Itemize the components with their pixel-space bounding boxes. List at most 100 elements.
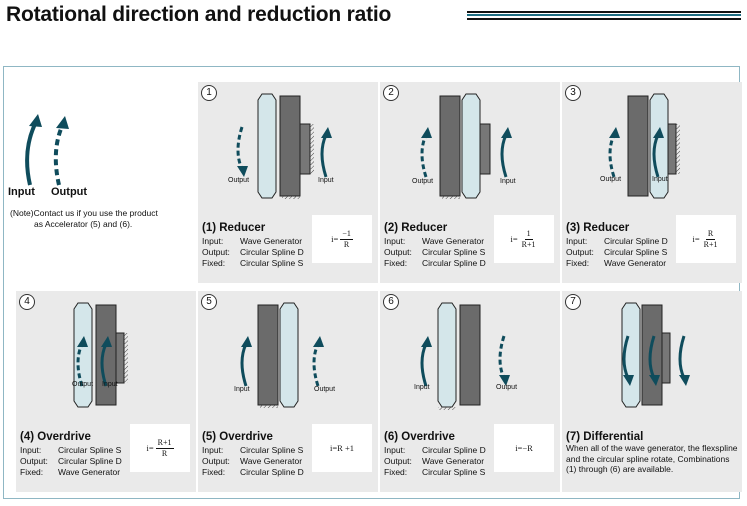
flexspline	[437, 302, 457, 408]
flexspline	[621, 302, 641, 408]
io-value: Circular Spline S	[604, 246, 668, 257]
title-decoration	[467, 11, 741, 23]
panel-title: (3) Reducer	[566, 222, 630, 234]
input-arrow	[500, 127, 512, 178]
mechanism-diagram	[621, 302, 690, 408]
fixed-hatch	[124, 333, 128, 383]
io-key: Output:	[202, 246, 230, 257]
io-value: Wave Generator	[422, 455, 485, 466]
fixed-hatch	[260, 405, 278, 408]
formula-prefix: i=	[692, 234, 700, 244]
input-arrow	[320, 127, 332, 178]
output-arrow	[498, 335, 510, 386]
io-key: Fixed:	[20, 466, 44, 477]
ratio-formula: i=R +1	[312, 424, 372, 472]
diagram-output-label: Output	[314, 386, 336, 393]
io-row: Output: Wave Generator	[384, 456, 486, 467]
panel-number: 4	[19, 294, 35, 310]
fixed-hatch	[310, 124, 314, 174]
mechanism-diagram	[236, 93, 332, 199]
diagram-output-label: Output	[72, 381, 94, 388]
io-key: Fixed:	[566, 257, 590, 268]
circular-spline-d	[257, 304, 279, 406]
formula-denominator: R+1	[521, 239, 536, 249]
io-key: Input:	[566, 236, 588, 246]
io-value: Circular Spline S	[422, 466, 486, 477]
io-row: Input: Wave Generator	[384, 236, 486, 247]
input-arrow	[420, 336, 432, 387]
panel-number: 3	[565, 85, 581, 101]
io-value: Wave Generator	[604, 257, 667, 268]
circular-spline-d	[459, 304, 481, 406]
io-value: Wave Generator	[422, 236, 485, 246]
io-row: Fixed:Circular Spline D	[384, 258, 486, 269]
arrow-legend: Input Output	[8, 110, 188, 240]
io-value: Circular Spline D	[422, 257, 486, 268]
diagram-input-label: Input	[318, 177, 334, 184]
io-row: Output:Circular Spline D	[20, 456, 122, 467]
io-value: Circular Spline S	[58, 445, 122, 455]
io-key: Output:	[566, 246, 594, 257]
input-arrow	[652, 127, 664, 178]
io-row: Fixed: Circular Spline S	[384, 467, 486, 478]
io-value: Circular Spline S	[422, 246, 486, 257]
mechanism-diagram	[73, 302, 128, 408]
wave-arrow	[678, 335, 690, 386]
circular-spline-s	[479, 123, 491, 175]
panel-title: (6) Overdrive	[384, 431, 455, 443]
io-row: Input:Circular Spline D	[384, 445, 486, 456]
io-row: Output:Circular Spline D	[202, 247, 304, 258]
mechanism-diagram	[240, 302, 324, 408]
flexspline	[73, 302, 93, 408]
fixed-hatch	[676, 124, 680, 174]
diagram-input-label: Input	[414, 384, 430, 391]
formula-prefix: i=	[510, 234, 518, 244]
mechanism-diagram	[608, 93, 680, 199]
panel-title: (5) Overdrive	[202, 431, 273, 443]
io-key: Fixed:	[202, 466, 226, 477]
diagram-output-label: Output	[228, 177, 250, 184]
io-value: Wave Generator	[240, 236, 303, 246]
io-key: Input:	[384, 236, 406, 246]
io-value: Circular Spline D	[422, 445, 486, 455]
mechanism-diagram	[420, 93, 512, 199]
io-key: Fixed:	[384, 466, 408, 477]
io-value: Circular Spline D	[604, 236, 668, 246]
panel-number: 2	[383, 85, 399, 101]
note-line1: (Note)Contact us if you use the product	[10, 208, 158, 218]
io-key: Input:	[202, 236, 224, 246]
formula-denominator: R	[343, 239, 350, 249]
io-key: Fixed:	[202, 257, 226, 268]
panel-title: (1) Reducer	[202, 222, 266, 234]
diagram-input-label: Input	[102, 381, 118, 388]
fixed-hatch	[442, 196, 460, 199]
wave-generator	[661, 332, 671, 384]
formula-numerator: −1	[340, 228, 353, 240]
circular-spline-d	[95, 304, 117, 406]
formula-text: i=−R	[515, 443, 533, 453]
page-title: Rotational direction and reduction ratio	[6, 3, 392, 26]
circular-spline-d	[439, 95, 461, 197]
note: (Note)Contact us if you use the product …	[10, 208, 190, 230]
formula-text: i=R +1	[330, 443, 354, 453]
panel-number: 5	[201, 294, 217, 310]
output-arrow	[312, 336, 324, 387]
diagram-input-label: Input	[500, 178, 516, 185]
io-key: Output:	[20, 455, 48, 466]
output-arrow	[236, 126, 248, 177]
io-key: Output:	[384, 455, 412, 466]
wave-generator	[667, 123, 677, 175]
spline-arrow	[648, 335, 660, 386]
flexspline	[257, 93, 277, 199]
flexspline	[649, 93, 669, 199]
